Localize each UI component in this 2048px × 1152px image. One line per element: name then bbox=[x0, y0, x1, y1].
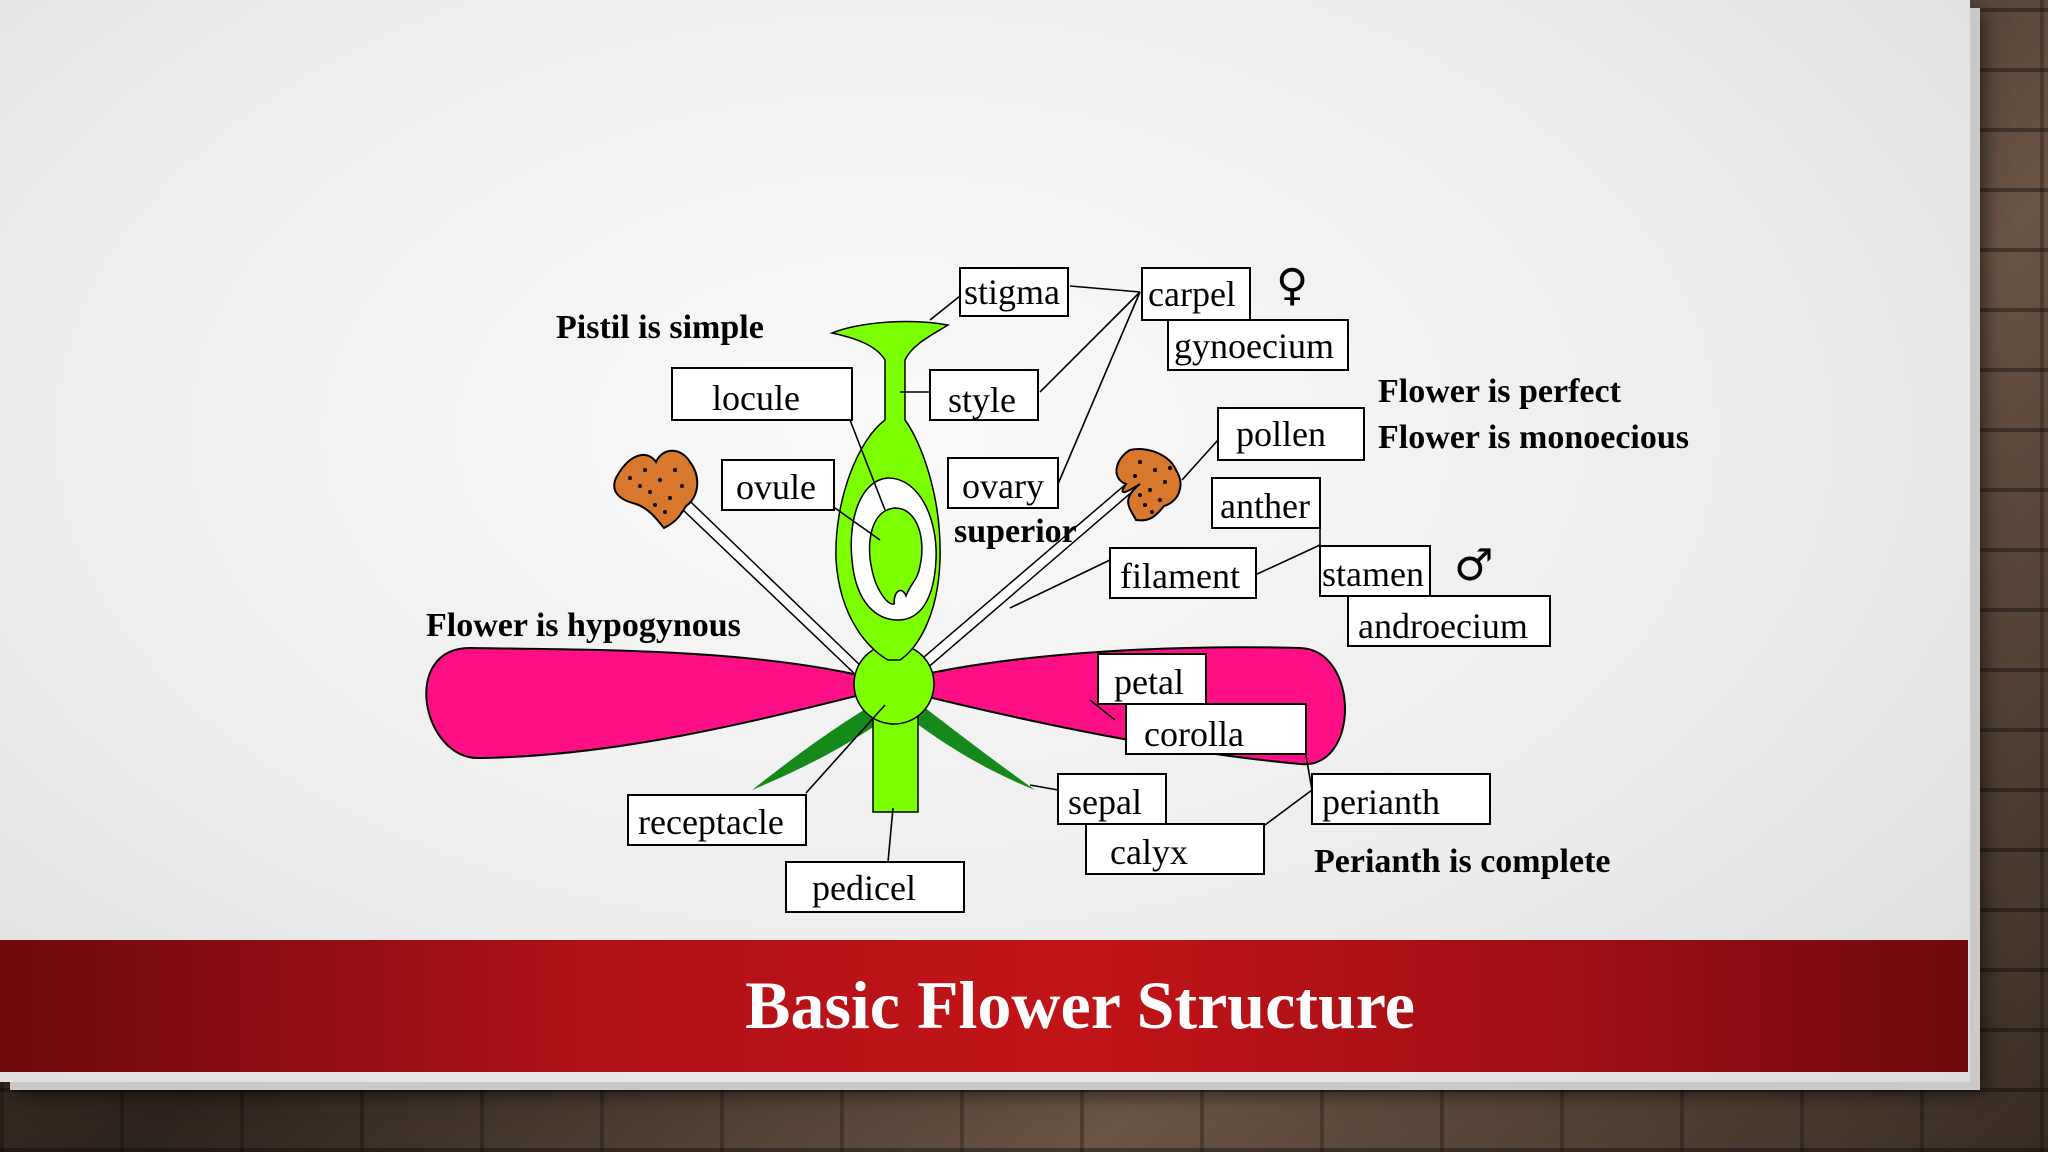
note-pistil: Pistil is simple bbox=[556, 309, 764, 346]
box-gynoecium bbox=[1167, 319, 1349, 371]
box-ovule bbox=[721, 459, 835, 511]
anther-dots bbox=[628, 460, 1172, 514]
note-perfect: Flower is perfect bbox=[1378, 373, 1622, 410]
box-corolla bbox=[1125, 703, 1307, 755]
label-gynoecium: gynoecium bbox=[1174, 326, 1334, 366]
box-locule bbox=[671, 367, 853, 421]
box-style bbox=[929, 369, 1039, 421]
box-perianth bbox=[1311, 773, 1491, 825]
box-pedicel bbox=[785, 861, 965, 913]
slide bbox=[0, 0, 1970, 1082]
label-filament: filament bbox=[1120, 556, 1240, 596]
box-ovary bbox=[947, 457, 1059, 509]
slide-title: Basic Flower Structure bbox=[745, 967, 1415, 1043]
anther-left bbox=[613, 449, 699, 530]
anther-right bbox=[1115, 448, 1182, 522]
box-pollen bbox=[1217, 407, 1365, 461]
box-androecium bbox=[1347, 595, 1551, 647]
label-calyx: calyx bbox=[1110, 832, 1188, 872]
right-sepal bbox=[905, 700, 1035, 790]
label-locule: locule bbox=[712, 378, 800, 418]
note-monoecious: Flower is monoecious bbox=[1378, 419, 1689, 456]
title-banner bbox=[0, 940, 1968, 1072]
ovule bbox=[868, 507, 923, 605]
label-carpel: carpel bbox=[1148, 274, 1236, 314]
label-stamen: stamen bbox=[1322, 554, 1424, 594]
box-receptacle bbox=[627, 794, 807, 846]
box-petal bbox=[1097, 653, 1207, 705]
box-stigma bbox=[959, 267, 1069, 317]
box-sepal bbox=[1057, 773, 1167, 825]
label-ovule: ovule bbox=[736, 467, 816, 507]
note-perianth-complete: Perianth is complete bbox=[1314, 843, 1611, 880]
label-perianth: perianth bbox=[1322, 782, 1440, 822]
label-sepal: sepal bbox=[1068, 782, 1142, 822]
label-ovary: ovary bbox=[962, 466, 1044, 506]
label-pollen: pollen bbox=[1236, 414, 1326, 454]
female-symbol-icon: ♀ bbox=[1276, 260, 1308, 311]
label-pedicel: pedicel bbox=[812, 868, 916, 908]
label-stigma: stigma bbox=[964, 272, 1060, 312]
note-superior: superior bbox=[954, 513, 1077, 550]
label-androecium: androecium bbox=[1358, 606, 1528, 646]
box-carpel bbox=[1141, 267, 1251, 321]
box-anther bbox=[1211, 477, 1321, 529]
label-anther: anther bbox=[1220, 486, 1310, 526]
label-corolla: corolla bbox=[1144, 714, 1244, 754]
left-petal bbox=[425, 646, 881, 760]
label-petal: petal bbox=[1114, 662, 1184, 702]
box-calyx bbox=[1085, 823, 1265, 875]
label-receptacle: receptacle bbox=[638, 802, 784, 842]
note-hypogynous: Flower is hypogynous bbox=[426, 607, 741, 644]
box-filament bbox=[1109, 547, 1257, 599]
left-sepal bbox=[752, 700, 890, 790]
label-style: style bbox=[948, 380, 1016, 420]
male-symbol-icon: ♂ bbox=[1454, 540, 1493, 591]
box-stamen bbox=[1319, 545, 1431, 597]
